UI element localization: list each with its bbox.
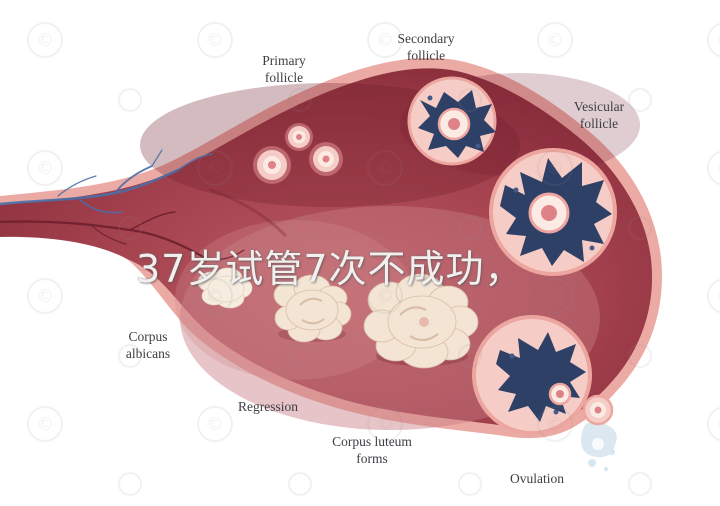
corpus-albicans-label: Corpus albicans bbox=[125, 329, 171, 361]
ovulation-label: Ovulation bbox=[510, 471, 564, 486]
primary-follicle-label: Primary follicle bbox=[262, 53, 306, 85]
corpus-luteum-label: Corpus luteum forms bbox=[332, 434, 412, 466]
regression-label: Regression bbox=[238, 399, 298, 414]
secondary-follicle-label: Secondary follicle bbox=[397, 31, 455, 63]
vesicular-follicle-label: Vesicular follicle bbox=[573, 99, 625, 131]
overlay-caption: 37岁试管7次不成功， bbox=[136, 247, 524, 291]
